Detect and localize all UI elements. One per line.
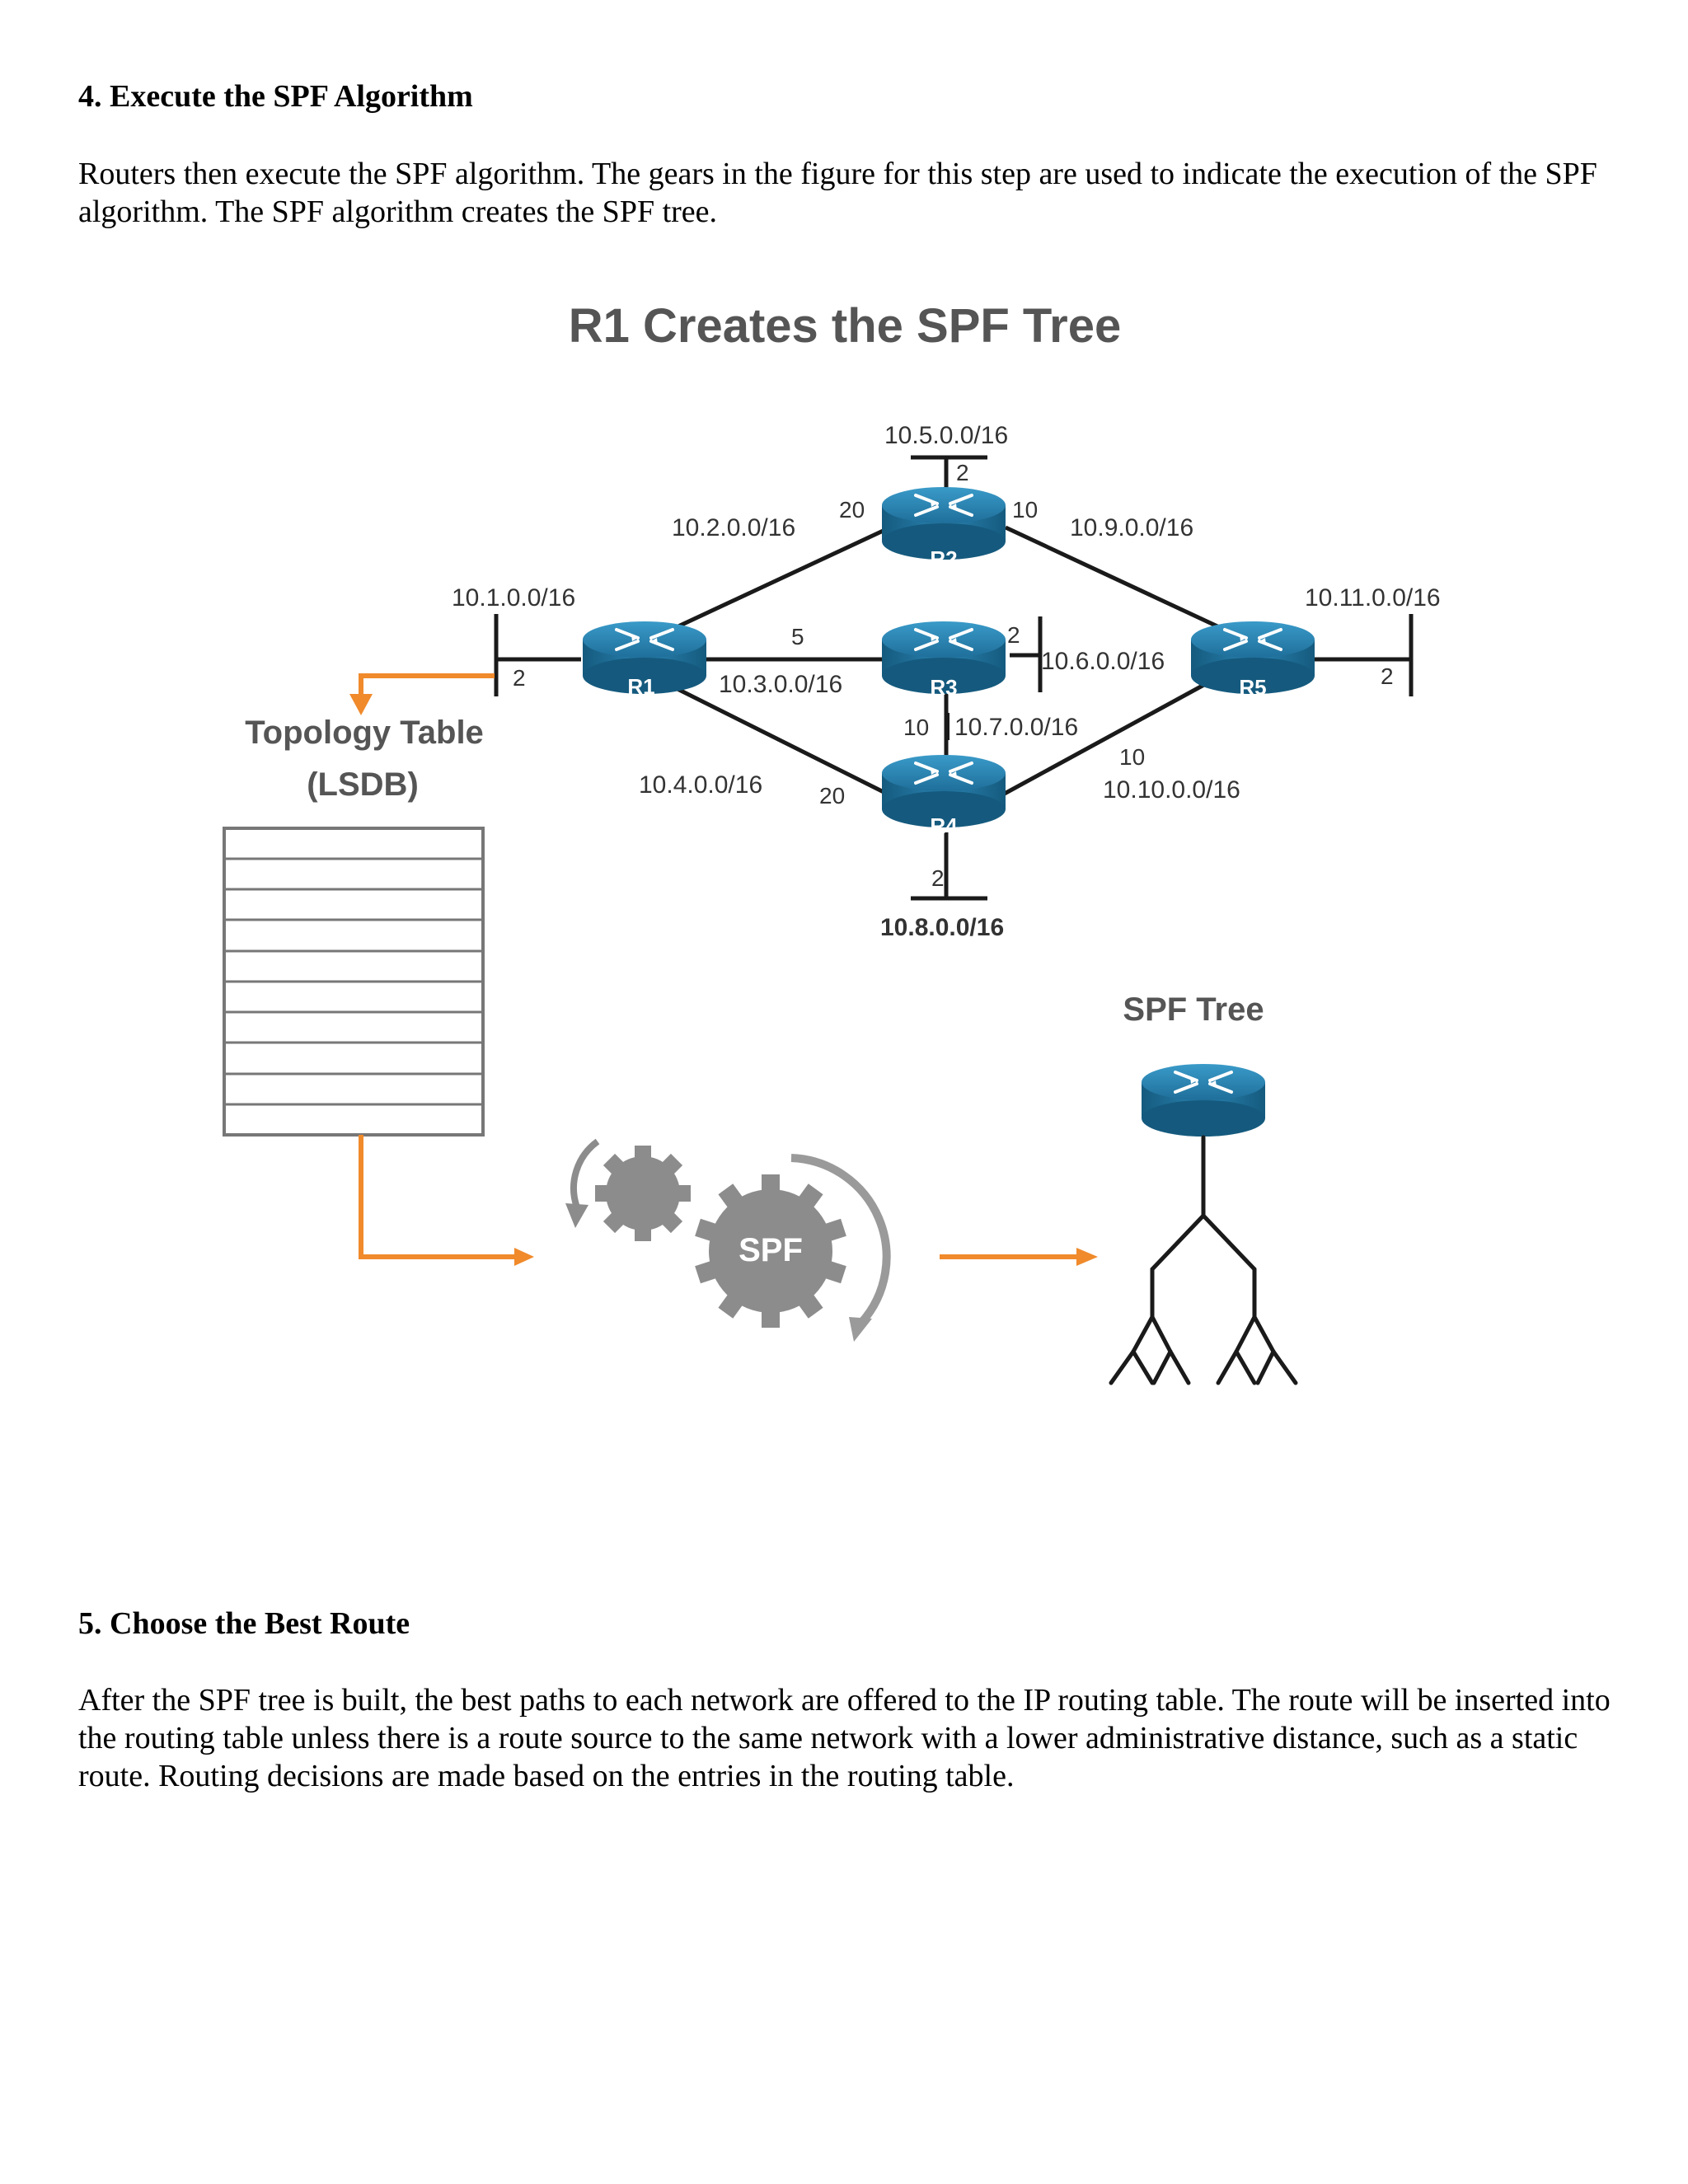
- router-label-r3: R3: [930, 675, 957, 700]
- cost-r4-lan: 2: [931, 865, 945, 891]
- lsdb-label: (LSDB): [307, 766, 419, 803]
- network-label-10-5: 10.5.0.0/16: [884, 422, 1008, 449]
- section-5-heading: 5. Choose the Best Route: [78, 1606, 410, 1641]
- network-label-10-8: 10.8.0.0/16: [880, 914, 1004, 941]
- cost-r5-lan: 2: [1381, 663, 1394, 689]
- spf-tree-icon: [1109, 1135, 1298, 1385]
- cost-r1-r4: 20: [819, 783, 845, 808]
- router-label-r4: R4: [930, 813, 958, 838]
- router-r5: R5: [1189, 620, 1316, 700]
- table-to-spf-arrow: [359, 1135, 519, 1259]
- network-label-10-6: 10.6.0.0/16: [1041, 648, 1165, 675]
- spf-gear-label: SPF: [738, 1232, 803, 1268]
- spf-tree-label: SPF Tree: [1123, 991, 1264, 1028]
- cost-r3-stub: 2: [1007, 622, 1020, 648]
- network-label-10-7: 10.7.0.0/16: [954, 714, 1078, 741]
- figure-title: R1 Creates the SPF Tree: [569, 299, 1122, 353]
- router-r3: R3: [880, 620, 1007, 700]
- cost-r1-lan: 2: [513, 665, 526, 691]
- cost-r1-r3: 5: [791, 624, 804, 649]
- spf-tree-root-router-icon: [1140, 1062, 1267, 1138]
- link-r1-r2: [641, 525, 892, 645]
- router-r1: R1: [581, 620, 708, 699]
- router-label-r2: R2: [930, 546, 957, 571]
- router-label-r5: R5: [1239, 675, 1266, 700]
- gear-large-icon: [695, 1154, 891, 1342]
- section-5-paragraph: After the SPF tree is built, the best pa…: [78, 1683, 1611, 1793]
- topology-table-label: Topology Table: [245, 715, 484, 751]
- topology-table: [223, 827, 485, 1137]
- section-4-paragraph: Routers then execute the SPF algorithm. …: [78, 157, 1597, 229]
- link-r1-r4: [658, 677, 892, 798]
- topology-links: [494, 455, 1414, 901]
- router-r4: R4: [880, 753, 1007, 838]
- cost-r3-r4: 10: [903, 715, 929, 740]
- router-r2: R2: [880, 485, 1007, 571]
- network-label-10-3: 10.3.0.0/16: [719, 671, 842, 698]
- section-4-heading: 4. Execute the SPF Algorithm: [78, 79, 473, 114]
- network-label-10-1: 10.1.0.0/16: [452, 584, 575, 612]
- network-label-10-2: 10.2.0.0/16: [672, 514, 795, 541]
- router-label-r1: R1: [627, 674, 654, 699]
- link-r4-r5: [1000, 669, 1230, 798]
- network-label-10-9: 10.9.0.0/16: [1070, 514, 1193, 541]
- network-label-10-4: 10.4.0.0/16: [639, 771, 762, 799]
- lsa-arrow: [359, 673, 495, 696]
- link-r2-r5: [1004, 525, 1254, 645]
- network-label-10-10: 10.10.0.0/16: [1103, 776, 1240, 804]
- cost-r2-lan: 2: [956, 460, 969, 485]
- cost-r1-r2: 20: [839, 497, 865, 523]
- network-label-10-11: 10.11.0.0/16: [1305, 584, 1441, 612]
- cost-r2-r5: 10: [1012, 497, 1038, 523]
- cost-r4-r5: 10: [1119, 744, 1145, 770]
- gear-small-icon: [565, 1138, 691, 1241]
